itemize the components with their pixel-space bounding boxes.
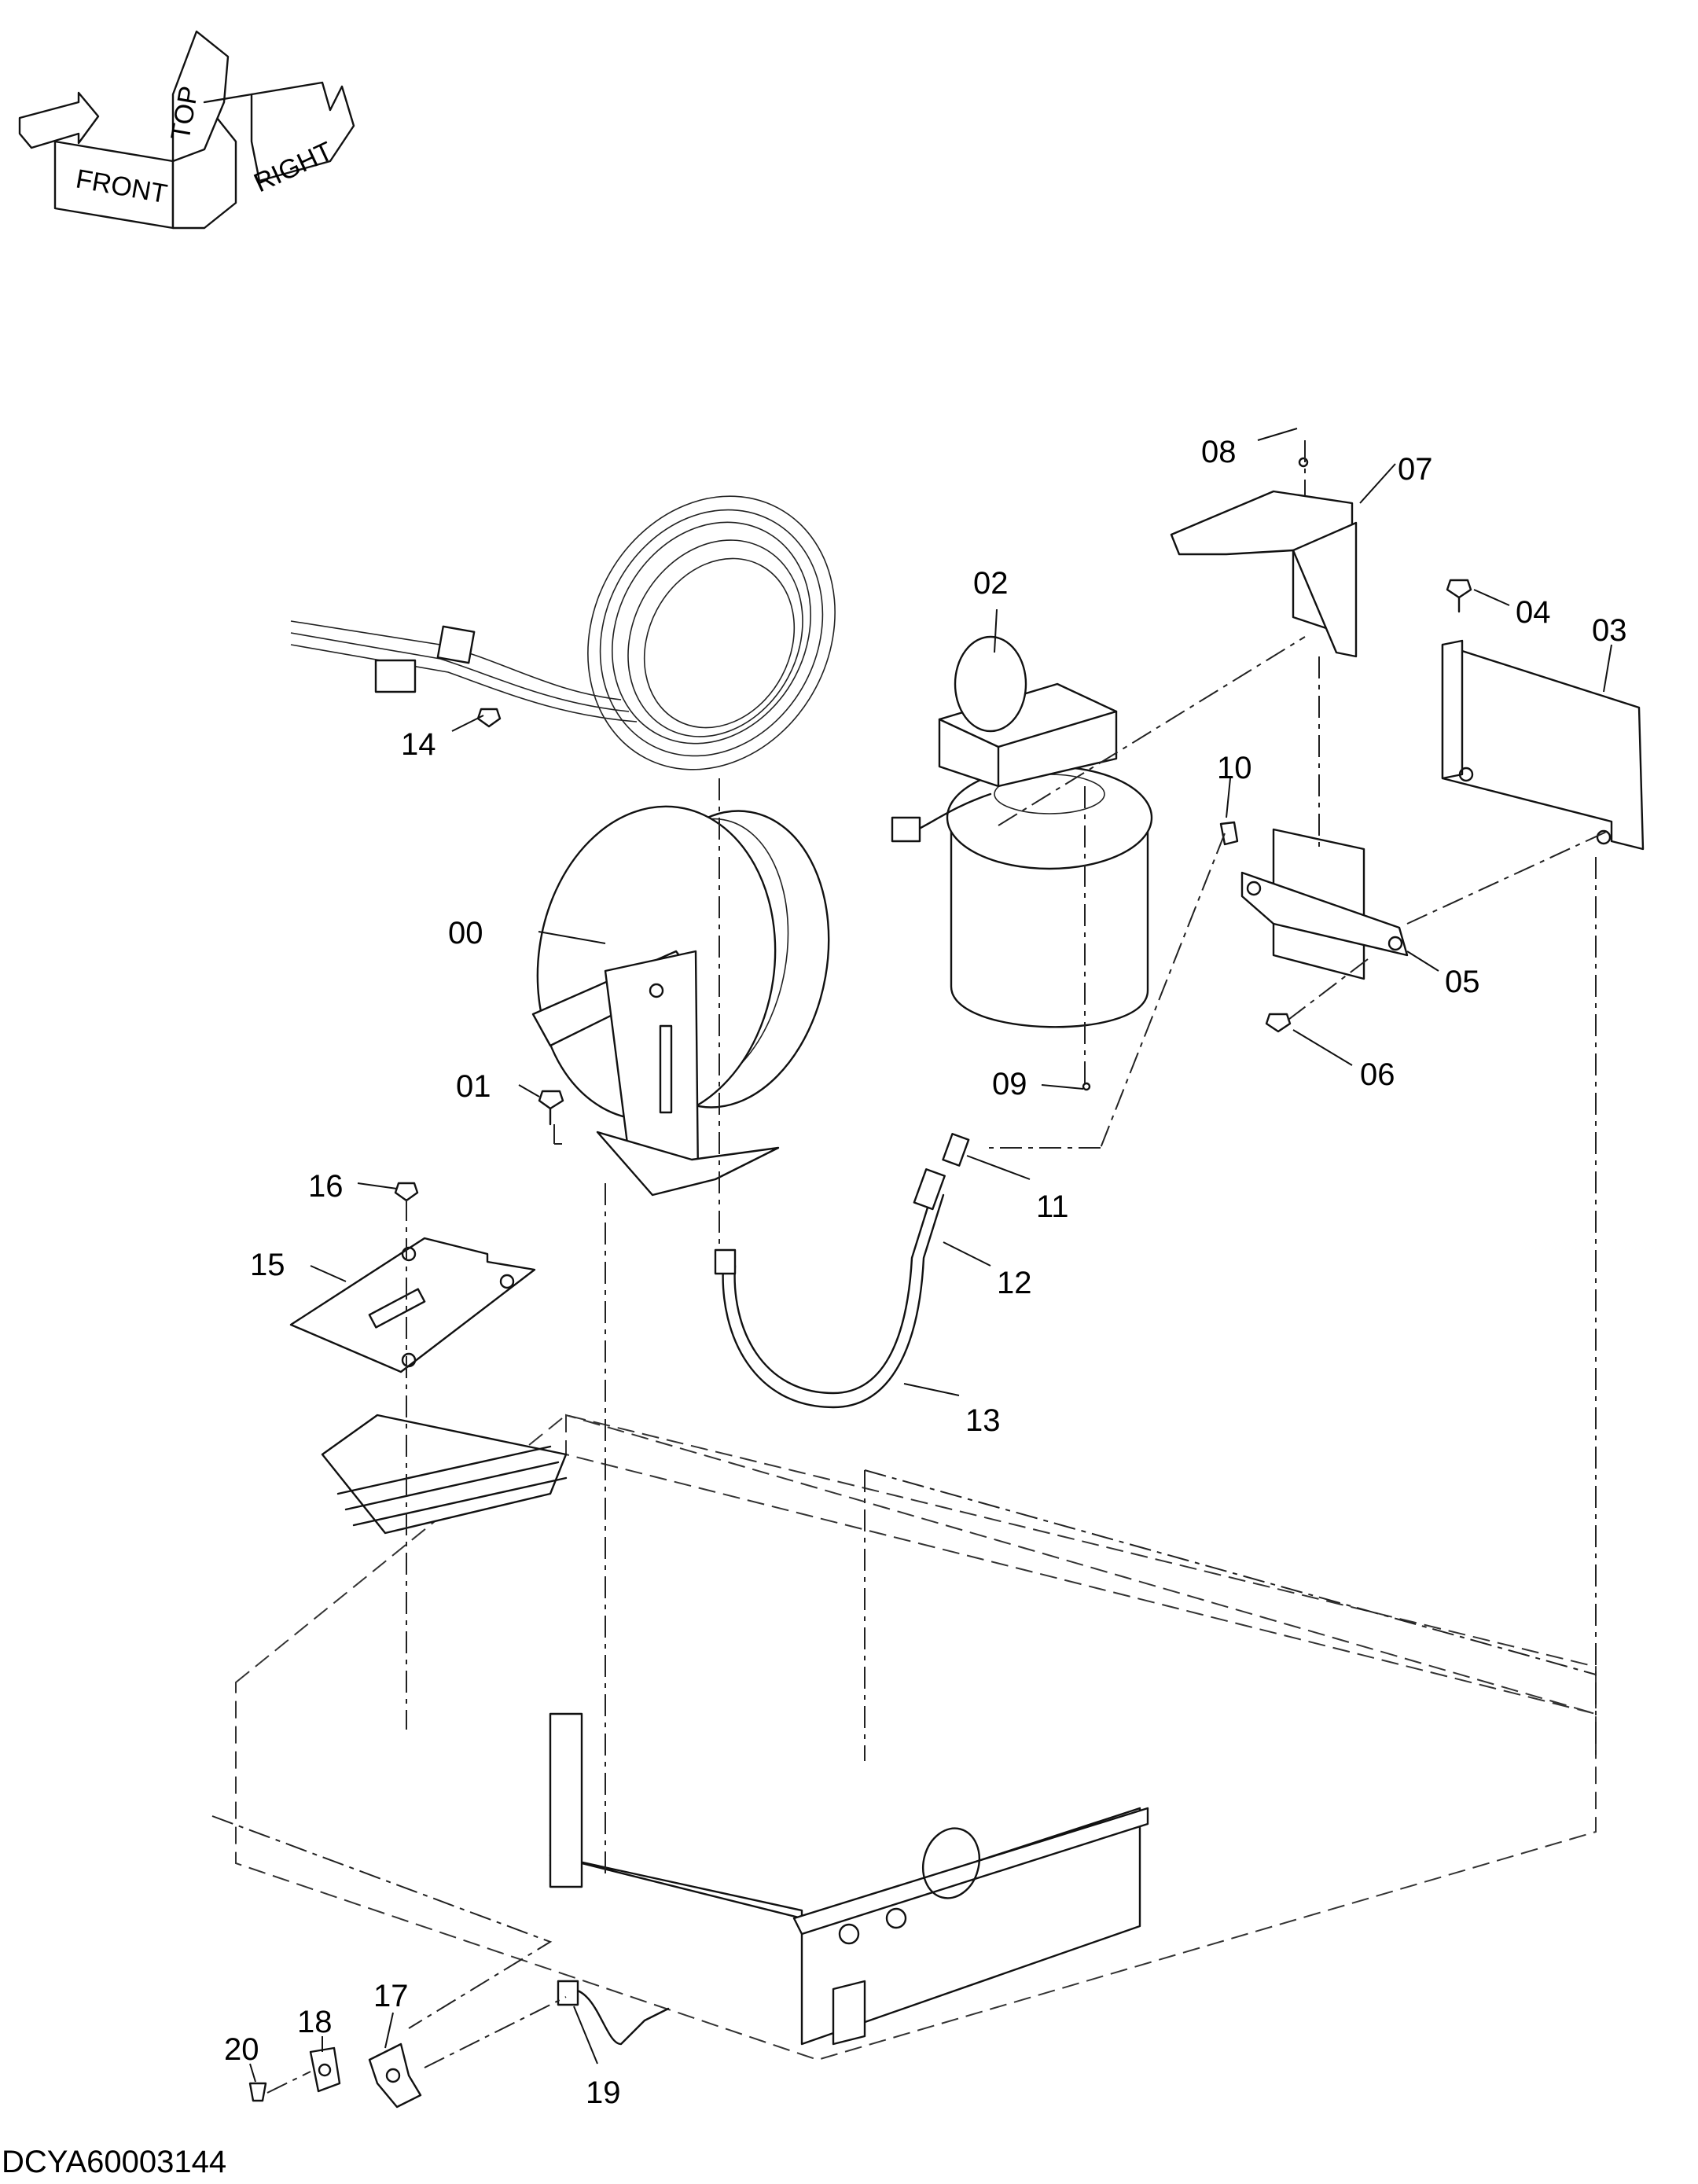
callout-10: 10: [1217, 751, 1252, 785]
callout-05: 05: [1445, 965, 1480, 999]
callout-14: 14: [401, 727, 436, 762]
callout-02: 02: [973, 566, 1009, 601]
drawing-code: DCYA60003144: [2, 2145, 226, 2179]
fasteners: [394, 457, 1472, 1202]
callout-07: 07: [1398, 452, 1433, 487]
callout-00: 00: [448, 916, 483, 950]
callout-17: 17: [373, 1979, 409, 2013]
callout-01: 01: [456, 1069, 491, 1104]
callout-03: 03: [1592, 613, 1627, 648]
callout-16: 16: [308, 1169, 344, 1204]
mounting-bracket-05: [1240, 828, 1409, 980]
callout-leaders: [249, 428, 1612, 2083]
hose-coil: [290, 495, 836, 770]
callout-11: 11: [1036, 1189, 1069, 1224]
callout-08: 08: [1201, 435, 1237, 469]
callout-labels: 00 01 02 03 04 05 06 07 08 09 10 11 12 1…: [224, 435, 1627, 2110]
machine-frame: [235, 1414, 1597, 2061]
reservoir-tank-assembly: [891, 635, 1153, 1028]
callout-18: 18: [297, 2005, 333, 2039]
sensor-bracket-group: [248, 1980, 670, 2109]
callout-06: 06: [1360, 1057, 1395, 1092]
mounting-bracket-07: [1170, 490, 1358, 658]
cover-plate-03: [1441, 639, 1645, 851]
hydraulic-hose-13: [714, 1133, 970, 1409]
callout-04: 04: [1516, 595, 1551, 630]
step-plate-15: [289, 1237, 536, 1373]
callout-20: 20: [224, 2032, 259, 2067]
callout-13: 13: [965, 1403, 1001, 1438]
callout-19: 19: [586, 2076, 621, 2110]
callout-12: 12: [997, 1266, 1032, 1300]
orientation-symbol: FRONT TOP RIGHT: [18, 30, 355, 230]
callout-15: 15: [250, 1248, 285, 1282]
callout-09: 09: [992, 1067, 1027, 1101]
assembly-centerlines: [211, 440, 1612, 2094]
hose-reel: [531, 805, 830, 1197]
